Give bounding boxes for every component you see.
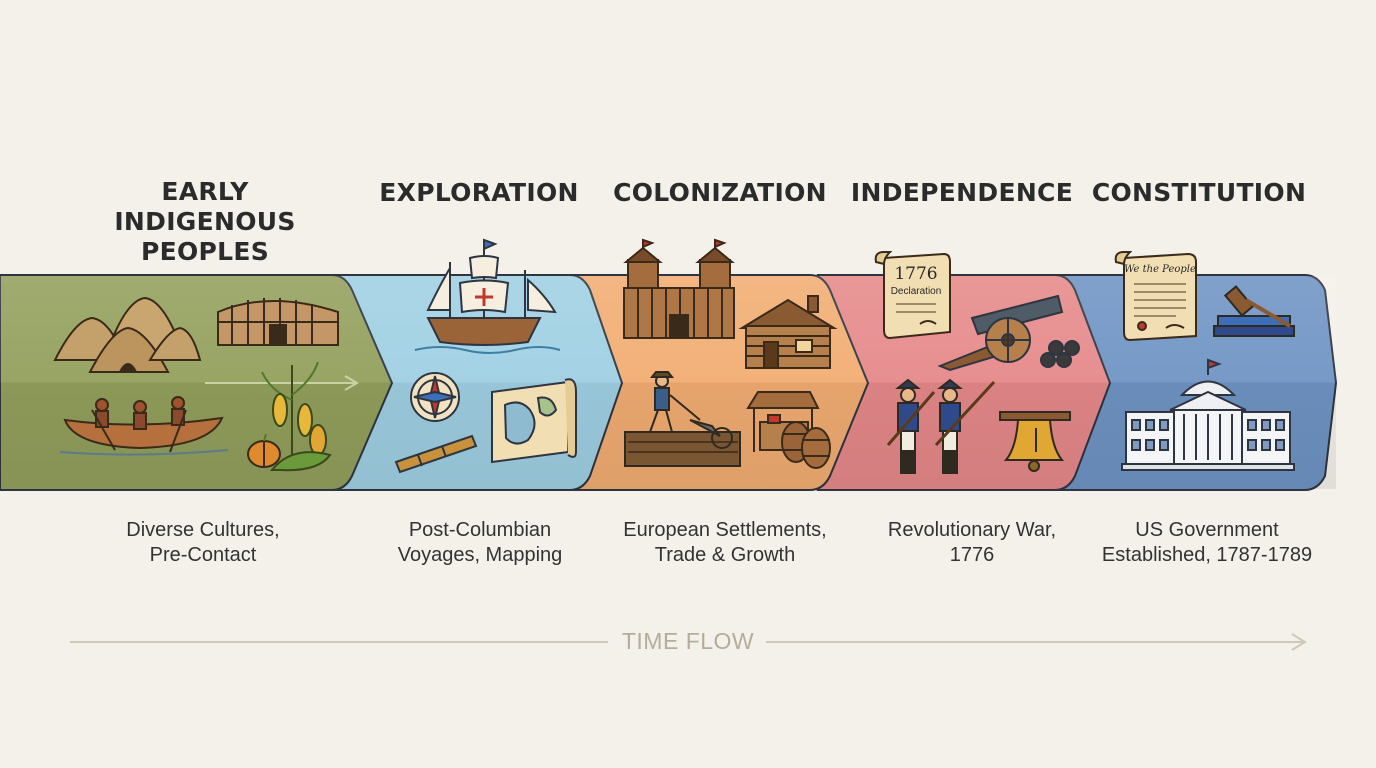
era-description-line: 1776: [949, 544, 995, 566]
time-flow-label: TIME FLOW: [621, 628, 755, 654]
era-title-independence: INDEPENDENCE: [850, 178, 1074, 207]
gavel-icon: [1223, 285, 1292, 328]
era-description-colonization: European Settlements, Trade & Growth: [595, 518, 855, 568]
farmer-plow-icon: [624, 371, 741, 467]
era-description-line: Diverse Cultures,: [126, 519, 280, 541]
barrel-icon: [781, 421, 831, 469]
era-description-line: Voyages, Mapping: [397, 544, 563, 566]
band-arrow-icon: [205, 375, 359, 391]
declaration-scroll-icon: 1776 Declaration: [874, 251, 951, 340]
fort-icon: [623, 238, 735, 339]
map-icon: [491, 378, 577, 464]
time-flow-arrow: [70, 633, 1307, 651]
era-description-line: Post-Columbian: [408, 519, 552, 541]
declaration-title-text: Declaration: [891, 286, 942, 297]
era-title-indigenous: EARLY INDIGENOUS PEOPLES: [114, 177, 296, 266]
compass-icon: [410, 372, 460, 422]
hut-icon: [53, 296, 202, 373]
era-title-constitution: CONSTITUTION: [1091, 178, 1307, 207]
longhouse-icon: [217, 298, 339, 346]
era-description-line: Pre-Contact: [149, 544, 257, 566]
liberty-bell-icon: [999, 411, 1071, 472]
constitution-scroll-icon: We the People: [1114, 251, 1197, 342]
era-description-line: European Settlements,: [623, 519, 827, 541]
canoe-icon: [59, 396, 229, 456]
era-title-colonization: COLONIZATION: [613, 178, 827, 207]
era-title-exploration: EXPLORATION: [379, 178, 579, 207]
era-description-exploration: Post-Columbian Voyages, Mapping: [350, 518, 610, 568]
era-description-indigenous: Diverse Cultures, Pre-Contact: [73, 518, 333, 568]
books-icon: [1213, 315, 1295, 337]
cannon-icon: [937, 294, 1080, 372]
era-description-line: Trade & Growth: [654, 544, 796, 566]
era-description-line: Revolutionary War,: [887, 519, 1057, 541]
ship-icon: [414, 238, 561, 354]
spyglass-icon: [394, 434, 478, 474]
era-description-line: US Government: [1135, 519, 1279, 541]
era-description-constitution: US Government Established, 1787-1789: [1077, 518, 1337, 568]
log-cabin-icon: [738, 295, 838, 369]
soldier-icon: [886, 378, 996, 474]
era-description-independence: Revolutionary War, 1776: [842, 518, 1102, 568]
declaration-year-text: 1776: [894, 264, 937, 284]
capitol-building-icon: [1121, 358, 1295, 471]
pumpkin-icon: [247, 433, 281, 468]
constitution-heading-text: We the People: [1124, 264, 1196, 275]
era-description-line: Established, 1787-1789: [1101, 544, 1313, 566]
corn-icon: [261, 361, 332, 472]
